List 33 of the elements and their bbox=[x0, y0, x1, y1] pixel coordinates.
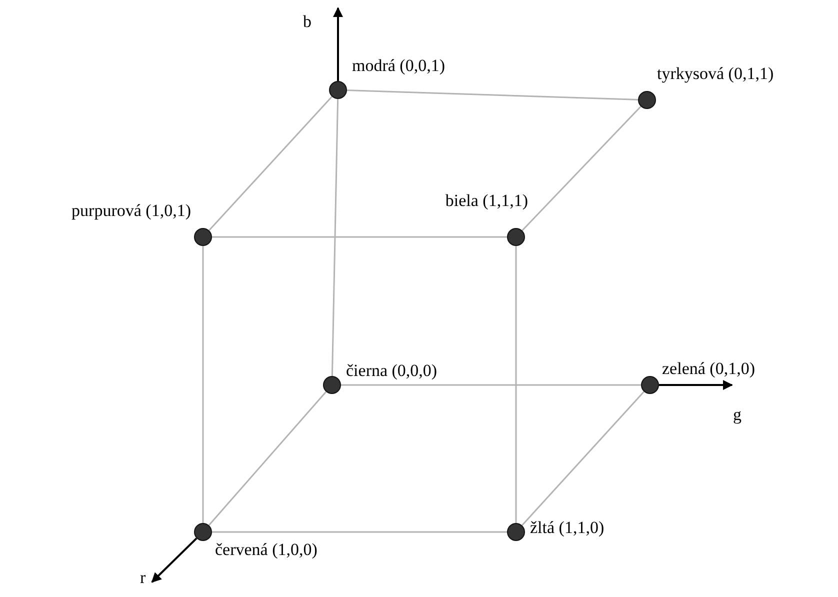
vertex-dot bbox=[194, 523, 212, 541]
axis-arrow bbox=[659, 380, 733, 390]
axis-label: r bbox=[140, 568, 146, 588]
vertex-dot bbox=[507, 228, 525, 246]
vertex-dot bbox=[641, 376, 659, 394]
cube-edge bbox=[212, 236, 507, 238]
axis-arrow bbox=[333, 7, 343, 81]
vertex-dot bbox=[329, 81, 347, 99]
vertex-label: biela (1,1,1) bbox=[445, 191, 528, 211]
vertex-label: purpurová (1,0,1) bbox=[72, 201, 191, 221]
vertex-dot bbox=[507, 523, 525, 541]
cube-edge bbox=[515, 246, 517, 523]
vertex-dot bbox=[194, 228, 212, 246]
cube-edge bbox=[341, 384, 641, 386]
cube-edge bbox=[331, 98, 339, 376]
cube-edge bbox=[346, 90, 638, 100]
cube-edge bbox=[208, 391, 327, 526]
vertex-label: červená (1,0,0) bbox=[215, 540, 318, 560]
axis-arrow bbox=[151, 538, 198, 583]
vertex-label: žltá (1,1,0) bbox=[530, 518, 604, 538]
axis-label: g bbox=[733, 405, 742, 425]
cube-edge bbox=[522, 391, 644, 526]
vertex-dot bbox=[638, 91, 656, 109]
vertex-label: čierna (0,0,0) bbox=[346, 361, 438, 381]
cube-edge bbox=[202, 246, 204, 523]
vertex-label: tyrkysová (0,1,1) bbox=[657, 64, 774, 84]
cube-edge bbox=[212, 531, 507, 533]
vertex-label: zelená (0,1,0) bbox=[662, 359, 755, 379]
axis-label: b bbox=[303, 12, 312, 32]
cube-edge bbox=[522, 106, 642, 232]
cube-edge bbox=[208, 96, 332, 231]
vertex-dot bbox=[323, 376, 341, 394]
vertex-label: modrá (0,0,1) bbox=[352, 56, 446, 76]
